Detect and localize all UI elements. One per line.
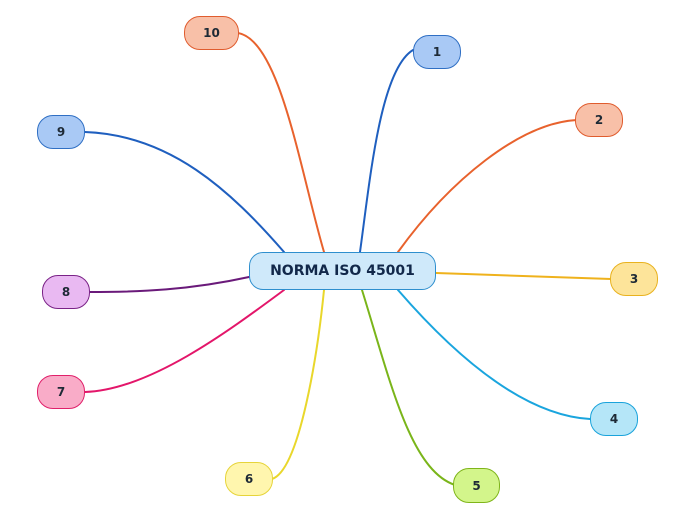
branch-node-8[interactable]: 8 bbox=[42, 275, 90, 309]
branch-node-9[interactable]: 9 bbox=[37, 115, 85, 149]
branch-node-7[interactable]: 7 bbox=[37, 375, 85, 409]
link-to-branch-1 bbox=[359, 49, 414, 253]
branch-node-10[interactable]: 10 bbox=[184, 16, 239, 50]
branch-node-3[interactable]: 3 bbox=[610, 262, 658, 296]
branch-node-1[interactable]: 1 bbox=[413, 35, 461, 69]
link-to-branch-10 bbox=[237, 32, 325, 253]
link-to-branch-5 bbox=[361, 289, 456, 486]
link-to-branch-8 bbox=[89, 276, 250, 293]
branch-node-6[interactable]: 6 bbox=[225, 462, 273, 496]
link-to-branch-2 bbox=[397, 119, 578, 253]
root-node[interactable]: NORMA ISO 45001 bbox=[249, 252, 436, 290]
branch-node-2[interactable]: 2 bbox=[575, 103, 623, 137]
link-to-branch-4 bbox=[397, 289, 591, 420]
branch-node-5[interactable]: 5 bbox=[453, 468, 500, 503]
link-to-branch-3 bbox=[435, 272, 612, 280]
branch-node-4[interactable]: 4 bbox=[590, 402, 638, 436]
link-to-branch-7 bbox=[84, 289, 285, 393]
link-to-branch-9 bbox=[84, 131, 285, 253]
link-to-branch-6 bbox=[271, 289, 325, 480]
